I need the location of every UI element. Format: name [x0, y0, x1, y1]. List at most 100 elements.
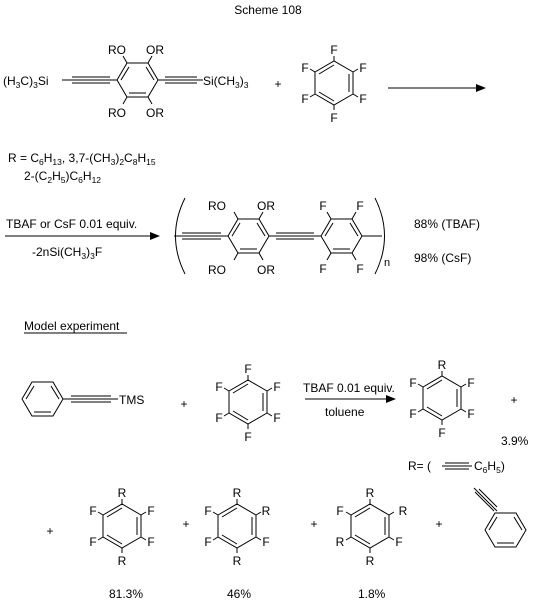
tms-group: TMS	[119, 393, 144, 407]
product-ring	[422, 375, 462, 421]
plus-sign: +	[310, 517, 317, 531]
product-trisubstituted: R R F R F F	[204, 486, 270, 568]
substituent-label: F	[467, 407, 474, 421]
substituent-label: R	[233, 554, 242, 568]
substituent-label: F	[409, 376, 416, 390]
plus-sign: +	[274, 77, 281, 91]
phenyl-ring	[484, 512, 527, 548]
fluorine-label: F	[319, 199, 326, 213]
plus-sign: +	[435, 517, 442, 531]
substituent-label: F	[336, 504, 343, 518]
r-definition-line1: R = C6H13, 3,7-(CH3)2C8H15	[8, 151, 156, 167]
yield-product3: 46%	[227, 587, 251, 601]
substituent-label: F	[409, 407, 416, 421]
trimethylsilyl-left: (H3C)3Si	[3, 74, 48, 90]
fluorine-label: F	[356, 262, 363, 276]
scheme-title: Scheme 108	[234, 3, 302, 17]
fluorine-label: F	[301, 92, 308, 106]
fluorine-label: F	[215, 380, 222, 394]
r-model-open: R= (	[408, 459, 431, 473]
alkoxy-label: OR	[146, 106, 164, 120]
alkoxy-label: RO	[208, 199, 226, 213]
fluorine-label: F	[330, 43, 337, 57]
fluorine-label: F	[356, 199, 363, 213]
product-para-disubstituted: R F F R F F	[89, 486, 154, 568]
substituent-label: R	[438, 358, 447, 372]
substituent-label: R	[262, 504, 271, 518]
yield-product1: 3.9%	[501, 434, 529, 448]
reaction-arrow	[5, 232, 160, 240]
right-bracket	[374, 197, 385, 275]
substituent-label: F	[147, 504, 154, 518]
substituent-label: F	[204, 535, 211, 549]
fluorine-label: F	[359, 61, 366, 75]
r-model-phenyl: C6H5)	[474, 459, 505, 475]
trimethylsilyl-right: Si(CH3)3	[203, 74, 249, 90]
substituent-label: F	[395, 535, 402, 549]
plus-sign: +	[182, 517, 189, 531]
substituent-label: F	[147, 535, 154, 549]
fluorine-label: F	[330, 111, 337, 125]
fluorine-label: F	[244, 362, 251, 376]
substituent-label: R	[118, 486, 127, 500]
fluorine-label: F	[215, 411, 222, 425]
alkoxy-label: OR	[257, 263, 275, 277]
plus-sign: +	[46, 524, 53, 538]
polymer-subscript-n: n	[384, 257, 390, 269]
reaction-arrow	[388, 84, 486, 92]
polymer-tetrafluoro-ring	[320, 218, 363, 254]
hexafluorobenzene-ring	[228, 379, 268, 425]
hexafluorobenzene-ring	[314, 60, 354, 106]
substituent-label: F	[467, 376, 474, 390]
substituent-label: F	[262, 535, 269, 549]
substituent-label: R	[399, 504, 408, 518]
fluorine-label: F	[359, 92, 366, 106]
model-experiment-heading: Model experiment	[24, 319, 120, 333]
substituent-label: R	[366, 486, 375, 500]
polymerization-byproduct: -2nSi(CH3)3F	[32, 245, 102, 261]
phenylethynyl-tms: TMS	[21, 381, 144, 417]
product-mono-substituted: R F F F F F	[409, 358, 474, 440]
substituent-label: R	[118, 554, 127, 568]
r-definition-line2: 2-(C2H5)C6H12	[24, 169, 101, 185]
plus-sign: +	[180, 397, 187, 411]
fluorine-label: F	[244, 430, 251, 444]
substituent-label: R	[336, 535, 345, 549]
alkoxy-label: OR	[257, 199, 275, 213]
yield-csf: 98% (CsF)	[414, 251, 471, 265]
substituent-label: F	[89, 504, 96, 518]
fluorine-label: F	[319, 262, 326, 276]
model-conditions-below: toluene	[325, 405, 365, 419]
hexafluorobenzene: F F F F F F	[215, 362, 280, 444]
yield-product4: 1.8%	[358, 587, 386, 601]
polymer-alkoxy-ring	[227, 218, 270, 254]
polymerization-conditions-above: TBAF or CsF 0.01 equiv.	[6, 217, 137, 231]
alkoxy-label: OR	[146, 43, 164, 57]
substituent-label: F	[204, 504, 211, 518]
alkoxy-label: RO	[208, 263, 226, 277]
product-ring	[217, 503, 257, 549]
alkoxy-label: RO	[108, 43, 126, 57]
substituent-label: F	[438, 426, 445, 440]
reaction-arrow	[305, 395, 396, 403]
monomer-benzene-ring	[116, 62, 159, 98]
phenylacetylene	[473, 487, 527, 548]
fluorine-label: F	[273, 380, 280, 394]
substituent-label: F	[89, 535, 96, 549]
model-conditions-above: TBAF 0.01 equiv.	[303, 381, 395, 395]
substituent-label: R	[233, 486, 242, 500]
yield-product2: 81.3%	[109, 587, 143, 601]
alkoxy-label: RO	[108, 106, 126, 120]
monomer-dialkoxy-bis-tms-ethynylbenzene: RO OR RO OR (H3C)3Si Si(CH3)3	[3, 43, 249, 120]
product-tetrasubstituted: R R F R R F	[336, 486, 408, 568]
alkyne-bond	[442, 462, 472, 470]
fluorine-label: F	[273, 411, 280, 425]
product-ring	[350, 503, 390, 549]
product-ring	[102, 503, 142, 549]
phenyl-ring	[21, 381, 64, 417]
plus-sign: +	[510, 393, 517, 407]
substituent-label: R	[366, 554, 375, 568]
hexafluorobenzene: F F F F F F	[301, 43, 366, 125]
yield-tbaf: 88% (TBAF)	[414, 217, 480, 231]
